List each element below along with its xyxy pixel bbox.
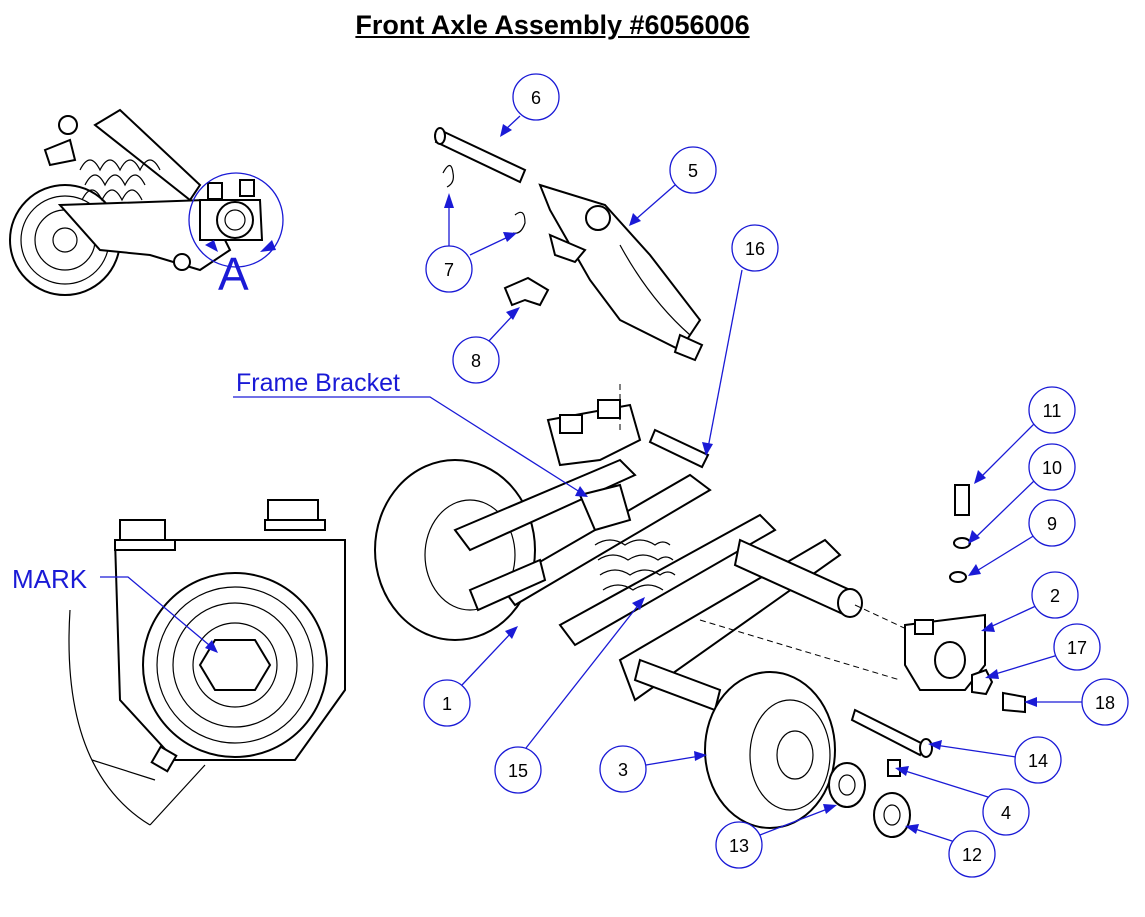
svg-text:4: 4 <box>1001 803 1011 823</box>
detail-a-label: A <box>218 248 249 300</box>
callout-17: 17 <box>1053 623 1101 671</box>
svg-text:7: 7 <box>444 260 454 280</box>
callout-8: 8 <box>452 336 500 384</box>
callout-1: 1 <box>423 679 471 727</box>
svg-text:2: 2 <box>1050 586 1060 606</box>
callout-16: 16 <box>731 224 779 272</box>
callout-10: 10 <box>1028 443 1076 491</box>
svg-text:9: 9 <box>1047 514 1057 534</box>
mark-label: MARK <box>12 564 88 594</box>
callout-11: 11 <box>1028 386 1076 434</box>
callout-6: 6 <box>512 73 560 121</box>
svg-text:10: 10 <box>1042 458 1062 478</box>
svg-text:11: 11 <box>1043 401 1062 421</box>
svg-text:17: 17 <box>1067 638 1087 658</box>
detail-a-view <box>9 108 284 296</box>
callout-13: 13 <box>715 821 763 869</box>
svg-text:6: 6 <box>531 88 541 108</box>
main-assembly <box>374 380 1026 838</box>
callout-5: 5 <box>669 146 717 194</box>
svg-text:12: 12 <box>962 845 982 865</box>
frame-bracket-label: Frame Bracket <box>236 369 400 397</box>
diagram-title: Front Axle Assembly #6056006 <box>355 10 750 40</box>
svg-text:13: 13 <box>729 836 749 856</box>
callout-9: 9 <box>1028 499 1076 547</box>
svg-text:15: 15 <box>508 761 528 781</box>
mark-detail-view <box>68 499 346 826</box>
callout-7: 7 <box>425 245 473 293</box>
svg-text:16: 16 <box>745 239 765 259</box>
svg-text:1: 1 <box>442 694 452 714</box>
callouts: 6 5 7 8 16 <box>423 73 1129 878</box>
svg-text:5: 5 <box>688 161 698 181</box>
svg-text:14: 14 <box>1028 751 1048 771</box>
top-parts <box>434 127 704 362</box>
callout-15: 15 <box>494 746 542 794</box>
callout-2: 2 <box>1031 571 1079 619</box>
callout-12: 12 <box>948 830 996 878</box>
callout-14: 14 <box>1014 736 1062 784</box>
svg-text:3: 3 <box>618 760 628 780</box>
svg-text:18: 18 <box>1095 693 1115 713</box>
callout-3: 3 <box>599 745 647 793</box>
callout-18: 18 <box>1081 678 1129 726</box>
callout-4: 4 <box>982 788 1030 836</box>
svg-text:8: 8 <box>471 351 481 371</box>
